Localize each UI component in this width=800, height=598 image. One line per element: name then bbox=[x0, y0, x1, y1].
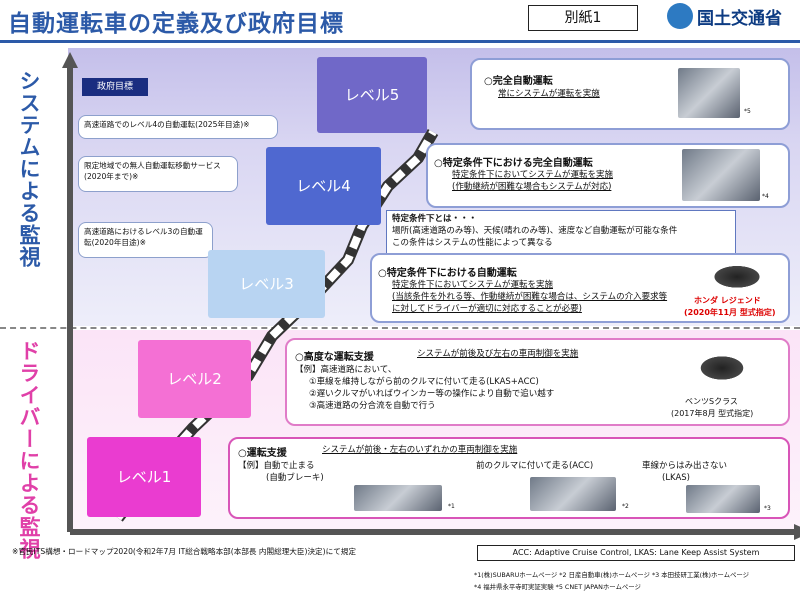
level-2-subheading: システムが前後及び左右の車両制御を実施 bbox=[417, 349, 579, 359]
level-2-approval-date: (2017年8月 型式指定) bbox=[671, 409, 754, 418]
government-target-tag: 政府目標 bbox=[82, 78, 148, 96]
x-axis-arrow-icon bbox=[794, 524, 800, 540]
level-5-description: ○完全自動運転 常にシステムが運転を実施 *5 bbox=[470, 58, 790, 130]
y-axis-arrow-icon bbox=[62, 52, 78, 68]
level-4-photo bbox=[682, 149, 760, 201]
system-monitoring-label: システムによる監視 bbox=[17, 70, 41, 268]
level-3-heading: ○特定条件下における自動運転 bbox=[378, 268, 517, 279]
level-2-example-1: ①車線を維持しながら前のクルマに付いて走る(LKAS+ACC) bbox=[309, 377, 539, 387]
level-1-example-1b: (自動ブレーキ) bbox=[266, 473, 324, 483]
level-3-car-photo bbox=[702, 260, 772, 288]
level-2-description: ○高度な運転支援 システムが前後及び左右の車両制御を実施 【例】高速道路において… bbox=[285, 338, 790, 426]
level-4-source-mark: *4 bbox=[762, 193, 769, 200]
level-2-car-photo bbox=[689, 350, 755, 380]
source-mark-2: *2 bbox=[622, 503, 629, 510]
level-4-description: ○特定条件下における完全自動運転 特定条件下においてシステムが運転を実施 (作動… bbox=[426, 143, 790, 208]
level-3-block: レベル3 bbox=[208, 250, 325, 318]
target-note-level4: 高速道路でのレベル4の自動運転(2025年目途)※ bbox=[78, 115, 278, 139]
monitoring-divider bbox=[0, 327, 800, 329]
annex-label: 別紙1 bbox=[528, 5, 638, 31]
level-5-desc: 常にシステムが運転を実施 bbox=[498, 89, 600, 99]
level-5-heading: ○完全自動運転 bbox=[484, 76, 553, 87]
condition-heading: 特定条件下とは・・・ bbox=[392, 214, 478, 224]
level-3-car-name: ホンダ レジェンド bbox=[694, 296, 761, 305]
abbreviation-legend: ACC: Adaptive Cruise Control, LKAS: Lane… bbox=[477, 545, 795, 561]
title-rule bbox=[0, 40, 800, 43]
level-5-block: レベル5 bbox=[317, 57, 427, 133]
acc-photo bbox=[530, 477, 616, 511]
target-note-service: 限定地域での無人自動運転移動サービス(2020年まで)※ bbox=[78, 156, 238, 192]
level-4-heading: ○特定条件下における完全自動運転 bbox=[434, 158, 593, 169]
level-4-desc-2: (作動継続が困難な場合もシステムが対応) bbox=[452, 182, 612, 192]
target-note-level3: 高速道路におけるレベル3の自動運転(2020年目途)※ bbox=[78, 222, 213, 258]
level-2-car-name: ベンツSクラス bbox=[685, 397, 738, 406]
source-mark-3: *3 bbox=[764, 505, 771, 512]
level-5-source-mark: *5 bbox=[744, 108, 751, 115]
level-1-block: レベル1 bbox=[87, 437, 201, 517]
level-1-example-2: 前のクルマに付いて走る(ACC) bbox=[476, 461, 594, 471]
source-mark-1: *1 bbox=[448, 503, 455, 510]
image-sources-2: *4 福井県永平寺町実証実験 *5 CNET JAPANホームページ bbox=[474, 583, 641, 591]
level-1-example-3b: (LKAS) bbox=[662, 473, 691, 483]
level-2-heading: ○高度な運転支援 bbox=[295, 352, 374, 363]
image-sources-1: *1(株)SUBARUホームページ *2 日産自動車(株)ホームページ *3 本… bbox=[474, 571, 750, 579]
level-3-desc-1: 特定条件下においてシステムが運転を実施 bbox=[392, 280, 553, 290]
page-title: 自動運転車の定義及び政府目標 bbox=[8, 11, 344, 37]
condition-line-1: 場所(高速道路のみ等)、天候(晴れのみ等)、速度など自動運転が可能な条件 bbox=[392, 226, 678, 236]
level-3-approval-date: (2020年11月 型式指定) bbox=[684, 308, 776, 317]
level-4-block: レベル4 bbox=[266, 147, 381, 225]
lkas-photo bbox=[686, 485, 760, 513]
level-5-photo bbox=[678, 68, 740, 118]
level-2-example-3: ③高速道路の分合流を自動で行う bbox=[309, 401, 436, 411]
level-3-description: ○特定条件下における自動運転 特定条件下においてシステムが運転を実施 (当該条件… bbox=[370, 253, 790, 323]
footnote: ※官民ITS構想・ロードマップ2020(令和2年7月 IT総合戦略本部(本部長 … bbox=[12, 547, 356, 556]
condition-line-2: この条件はシステムの性能によって異なる bbox=[392, 238, 553, 248]
level-1-example-1: 【例】自動で止まる bbox=[238, 461, 315, 471]
level-1-description: ○運転支援 システムが前後・左右のいずれかの車両制御を実施 【例】自動で止まる … bbox=[228, 437, 790, 519]
level-3-desc-2: (当該条件を外れる等、作動継続が困難な場合は、システムの介入要求等に対してドライ… bbox=[392, 292, 668, 314]
level-4-desc-1: 特定条件下においてシステムが運転を実施 bbox=[452, 170, 613, 180]
driver-monitoring-label: ドライバーによる監視 bbox=[17, 340, 41, 560]
condition-callout: 特定条件下とは・・・ 場所(高速道路のみ等)、天候(晴れのみ等)、速度など自動運… bbox=[386, 210, 736, 255]
ministry-logo-icon bbox=[667, 3, 693, 29]
level-1-subheading: システムが前後・左右のいずれかの車両制御を実施 bbox=[322, 445, 518, 455]
level-2-block: レベル2 bbox=[138, 340, 251, 418]
level-1-heading: ○運転支援 bbox=[238, 448, 287, 459]
level-1-example-3: 車線からはみ出さない bbox=[642, 461, 728, 471]
auto-brake-photo bbox=[354, 485, 442, 511]
ministry-name: 国土交通省 bbox=[697, 9, 782, 29]
level-2-example-2: ②遅いクルマがいればウインカー等の操作により自動で追い越す bbox=[309, 389, 555, 399]
level-2-example-intro: 【例】高速道路において、 bbox=[295, 365, 397, 375]
